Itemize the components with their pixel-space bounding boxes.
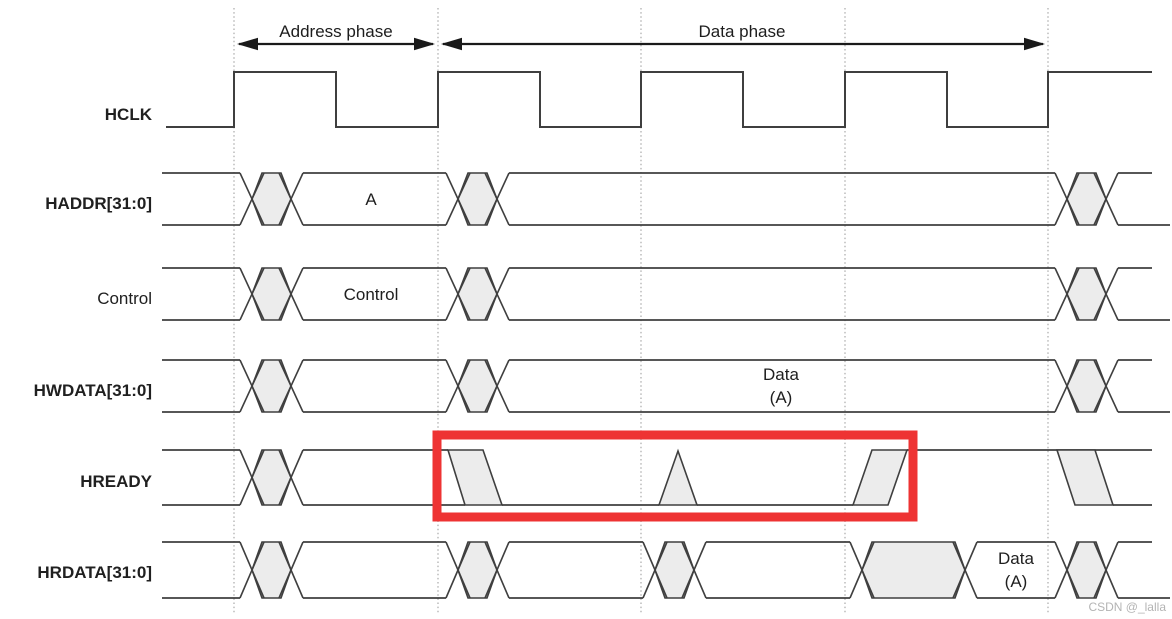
address-phase-arrow xyxy=(237,37,435,51)
wave-hready xyxy=(162,448,1152,506)
hwdata-value-label-line2: (A) xyxy=(770,388,793,407)
arrowhead-right-icon xyxy=(1024,37,1045,51)
wave-control xyxy=(162,267,1170,321)
wave-hwdata-31-0 xyxy=(162,359,1170,413)
signal-label-hwdata: HWDATA[31:0] xyxy=(34,381,152,400)
data-phase-label: Data phase xyxy=(699,22,786,41)
arrowhead-left-icon xyxy=(441,37,462,51)
wave-haddr-31-0 xyxy=(162,172,1170,226)
address-phase-label: Address phase xyxy=(279,22,392,41)
hrdata-value-label-line2: (A) xyxy=(1005,572,1028,591)
signal-label-hclk: HCLK xyxy=(105,105,153,124)
haddr-value-label: A xyxy=(365,190,377,209)
signal-label-hready: HREADY xyxy=(80,472,152,491)
signal-label-haddr: HADDR[31:0] xyxy=(45,194,152,213)
arrowhead-left-icon xyxy=(237,37,258,51)
wave-hrdata-31-0 xyxy=(162,541,1170,599)
phase-arrows-layer xyxy=(237,37,1045,51)
data-phase-arrow xyxy=(441,37,1045,51)
arrowhead-right-icon xyxy=(414,37,435,51)
signal-label-control: Control xyxy=(97,289,152,308)
wave-hclk xyxy=(166,71,1152,128)
control-value-label: Control xyxy=(344,285,399,304)
hwdata-value-label-line1: Data xyxy=(763,365,799,384)
hrdata-value-label-line1: Data xyxy=(998,549,1034,568)
watermark: CSDN @_lalla xyxy=(1088,600,1166,614)
waveforms-layer xyxy=(162,71,1170,599)
highlight-box xyxy=(432,430,918,522)
signal-label-hrdata: HRDATA[31:0] xyxy=(37,563,152,582)
